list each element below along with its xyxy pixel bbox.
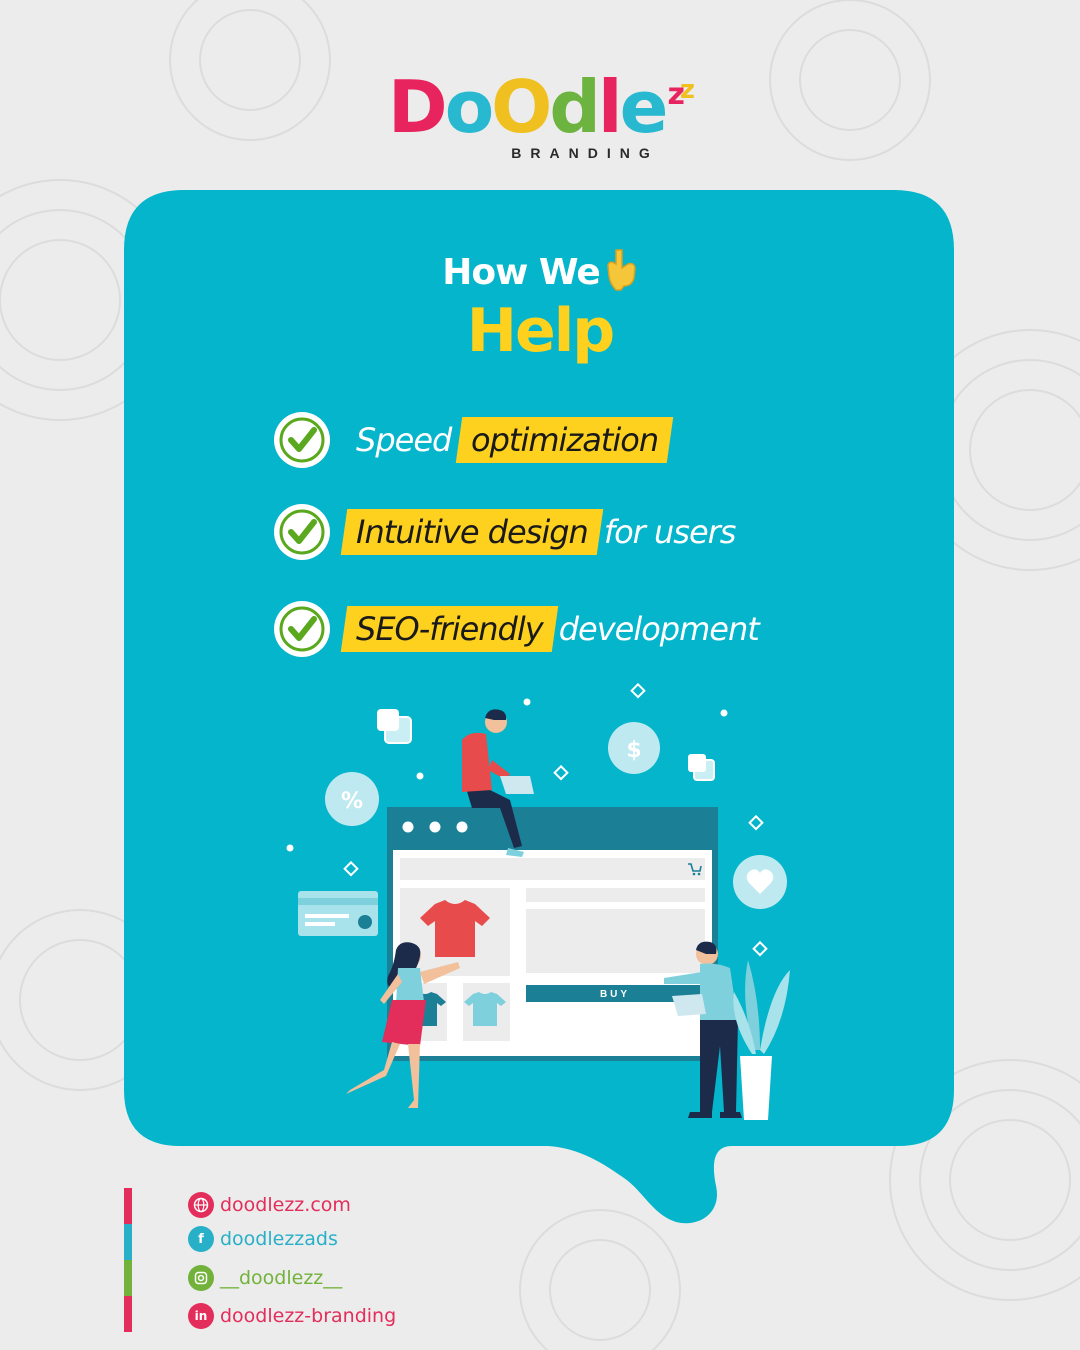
check-circle-icon (274, 412, 330, 468)
benefit-seo-friendly: SEO-friendly development (272, 598, 760, 660)
benefit-text-post: for users (603, 513, 737, 551)
dollar-bubble: $ (608, 722, 660, 774)
copy-icon (688, 754, 715, 781)
heart-icon (746, 869, 774, 894)
heading-help: Help (466, 296, 615, 366)
logo-subtitle: BRANDING (511, 145, 659, 161)
check-circle-icon (274, 601, 330, 657)
percent-bubble: % (325, 772, 379, 826)
benefit-intuitive-design: Intuitive design for users (272, 501, 737, 563)
heading-line1: How We (442, 252, 600, 293)
woman-holding-shirt (346, 942, 460, 1108)
man-with-tablet (664, 941, 742, 1118)
buy-label: BUY (600, 989, 630, 1000)
logo-letter: e (619, 65, 669, 149)
linkedin-icon: in (188, 1303, 214, 1329)
heading-how-we: How We (0, 248, 1080, 293)
potted-plant (733, 960, 790, 1120)
facebook-link[interactable]: f doodlezzads (188, 1226, 338, 1252)
pointing-down-hand-icon (606, 249, 636, 291)
browser-window: BUY (387, 807, 718, 1061)
logo-letter: O (491, 65, 552, 149)
logo-letter: z (667, 77, 685, 112)
man-with-laptop (462, 709, 534, 857)
accent-bar-teal (124, 1224, 132, 1260)
svg-text:%: % (341, 789, 363, 814)
logo-letter: z (679, 75, 695, 105)
globe-icon (188, 1192, 214, 1218)
benefit-speed-optimization: Speed optimization (272, 409, 674, 471)
benefit-text-post: development (558, 610, 760, 648)
accent-bar-pink (124, 1188, 132, 1224)
website-link[interactable]: doodlezz.com (188, 1192, 351, 1218)
svg-text:$: $ (626, 738, 641, 763)
copy-icon (377, 709, 412, 744)
credit-card (298, 891, 378, 936)
accent-bar-green (124, 1260, 132, 1296)
instagram-icon (188, 1265, 214, 1291)
benefit-text-pre: Speed (356, 421, 452, 459)
logo-wordmark: DoOdlezz (0, 50, 1080, 147)
accent-bar-pink (124, 1296, 132, 1332)
facebook-icon: f (188, 1226, 214, 1252)
brand-logo: DoOdlezz BRANDING (0, 50, 1080, 161)
contact-text: doodlezz-branding (220, 1305, 397, 1327)
check-circle-icon (274, 504, 330, 560)
contact-text: doodlezz.com (220, 1194, 351, 1216)
logo-letter: D (387, 65, 448, 149)
contact-text: __doodlezz__ (220, 1267, 343, 1289)
logo-letter: d (549, 65, 601, 149)
contact-text: doodlezzads (220, 1228, 338, 1250)
logo-letter: l (597, 65, 623, 149)
instagram-link[interactable]: __doodlezz__ (188, 1265, 342, 1291)
cart-icon (688, 863, 702, 872)
heart-bubble (733, 855, 787, 909)
linkedin-link[interactable]: in doodlezz-branding (188, 1303, 396, 1329)
logo-letter: o (444, 65, 494, 149)
